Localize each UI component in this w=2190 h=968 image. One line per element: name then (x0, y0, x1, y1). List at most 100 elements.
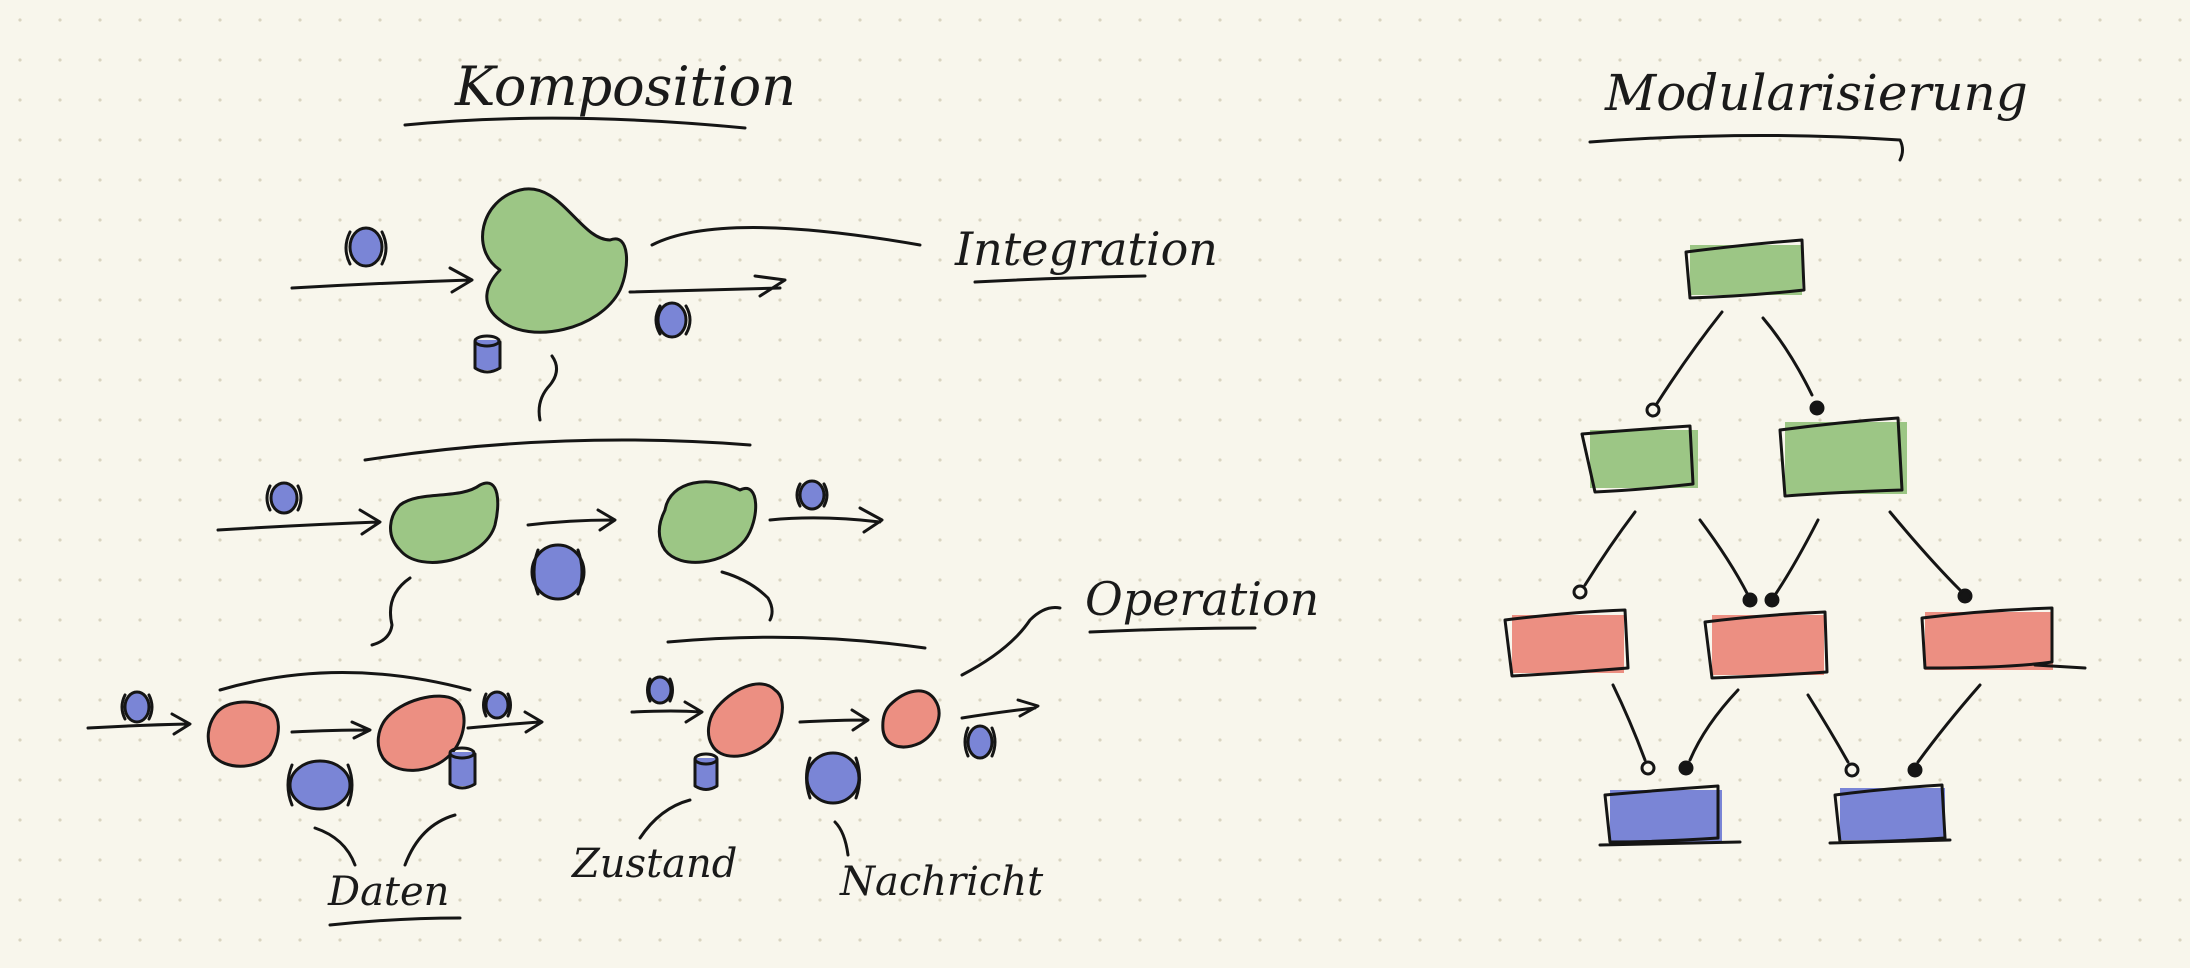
data-message-bracket (286, 763, 354, 807)
integration-label-underline (973, 274, 1147, 284)
module-link (1654, 310, 1724, 407)
connect-arrow (798, 708, 870, 732)
label-line-message (833, 820, 850, 857)
module-level3-3 (1920, 606, 2087, 670)
link-dot (1907, 762, 1923, 778)
operation-node-3 (706, 682, 784, 758)
data-label: Daten (327, 869, 449, 915)
message-label: Nachricht (839, 859, 1044, 905)
link-dot (1957, 588, 1973, 604)
output-message-bracket (963, 726, 997, 758)
passed-message (530, 543, 586, 601)
data-message-bracket (805, 756, 861, 800)
data-label-underline (328, 916, 462, 927)
modularization-diagram: Modularisierung (1503, 64, 2087, 847)
link-dot (1678, 760, 1694, 776)
output-arrow (466, 710, 544, 734)
passed-message-bracket (532, 548, 584, 596)
output-arrow (960, 698, 1040, 720)
link-dot (1572, 584, 1588, 600)
integration-node-right (657, 480, 758, 564)
connect-arrow (526, 508, 617, 532)
output-message-bracket (795, 482, 829, 508)
module-level3-2 (1703, 610, 1829, 680)
output-message (966, 724, 994, 760)
input-message-bracket (120, 693, 154, 721)
operation-label-underline (1088, 626, 1257, 634)
module-level2-left (1580, 424, 1698, 494)
state-cylinder (693, 752, 719, 791)
output-message-bracket (654, 304, 692, 336)
module-link (1583, 510, 1637, 587)
output-message (484, 690, 510, 720)
module-link (1611, 683, 1647, 762)
module-link (1806, 693, 1850, 764)
data-message (805, 751, 861, 805)
modularization-title: Modularisierung (1604, 64, 2028, 122)
module-root (1684, 238, 1806, 300)
input-message-bracket (646, 677, 674, 703)
input-arrow (216, 508, 382, 536)
operation-label: Operation (1085, 572, 1319, 626)
compose-link-2b (720, 570, 774, 622)
operation-level-3 (86, 675, 1040, 867)
composition-diagram: Komposition Integration (86, 55, 1319, 927)
module-link (1698, 518, 1750, 597)
module-link (1688, 688, 1740, 762)
link-dot (1764, 592, 1780, 608)
label-line-state (638, 798, 692, 840)
connect-arrow (290, 720, 372, 740)
input-message (647, 675, 673, 705)
state-label: Zustand (570, 841, 737, 887)
label-line-data-left (313, 826, 357, 867)
compose-link-1 (537, 354, 558, 422)
composition-title-underline (403, 116, 747, 130)
input-arrow (86, 712, 192, 736)
state-cylinder (473, 334, 502, 374)
integration-label-line (650, 226, 922, 247)
input-message-bracket (344, 230, 388, 266)
state-cylinder (448, 746, 477, 790)
module-link (1761, 316, 1814, 397)
link-dot (1645, 402, 1661, 418)
compose-link-2a (370, 576, 412, 647)
link-dot (1742, 592, 1758, 608)
output-arrow (768, 506, 884, 534)
integration-node (481, 187, 629, 334)
composition-brace-2b (666, 635, 927, 650)
composition-brace-1 (363, 438, 752, 462)
input-message (269, 481, 299, 515)
output-message-bracket (482, 692, 512, 718)
link-dot (1809, 400, 1825, 416)
input-message-bracket (265, 484, 303, 512)
operation-node-4 (881, 689, 941, 749)
module-level3-1 (1503, 608, 1630, 678)
input-arrow (290, 266, 474, 294)
input-message (123, 690, 151, 724)
link-dot (1640, 760, 1656, 776)
modularization-title-underline (1588, 133, 1904, 162)
module-link (1916, 683, 1982, 764)
operation-node-1 (206, 700, 280, 768)
label-line-data-right (403, 813, 457, 867)
data-message (288, 759, 352, 811)
composition-title: Komposition (454, 55, 796, 118)
module-level4-left (1598, 784, 1742, 847)
composition-brace-2a (218, 671, 472, 692)
module-link (1773, 518, 1820, 597)
output-arrow (628, 274, 787, 298)
output-message (656, 301, 688, 339)
input-arrow (630, 700, 704, 724)
module-level4-right (1828, 783, 1952, 845)
integration-label: Integration (954, 222, 1218, 276)
module-level2-right (1778, 416, 1907, 498)
output-message (798, 479, 826, 511)
integration-level-2 (216, 479, 1062, 692)
integration-node-left (389, 481, 500, 564)
module-link (1888, 510, 1962, 592)
operation-label-line (960, 606, 1062, 677)
integration-top (290, 187, 922, 462)
input-message (348, 226, 384, 268)
